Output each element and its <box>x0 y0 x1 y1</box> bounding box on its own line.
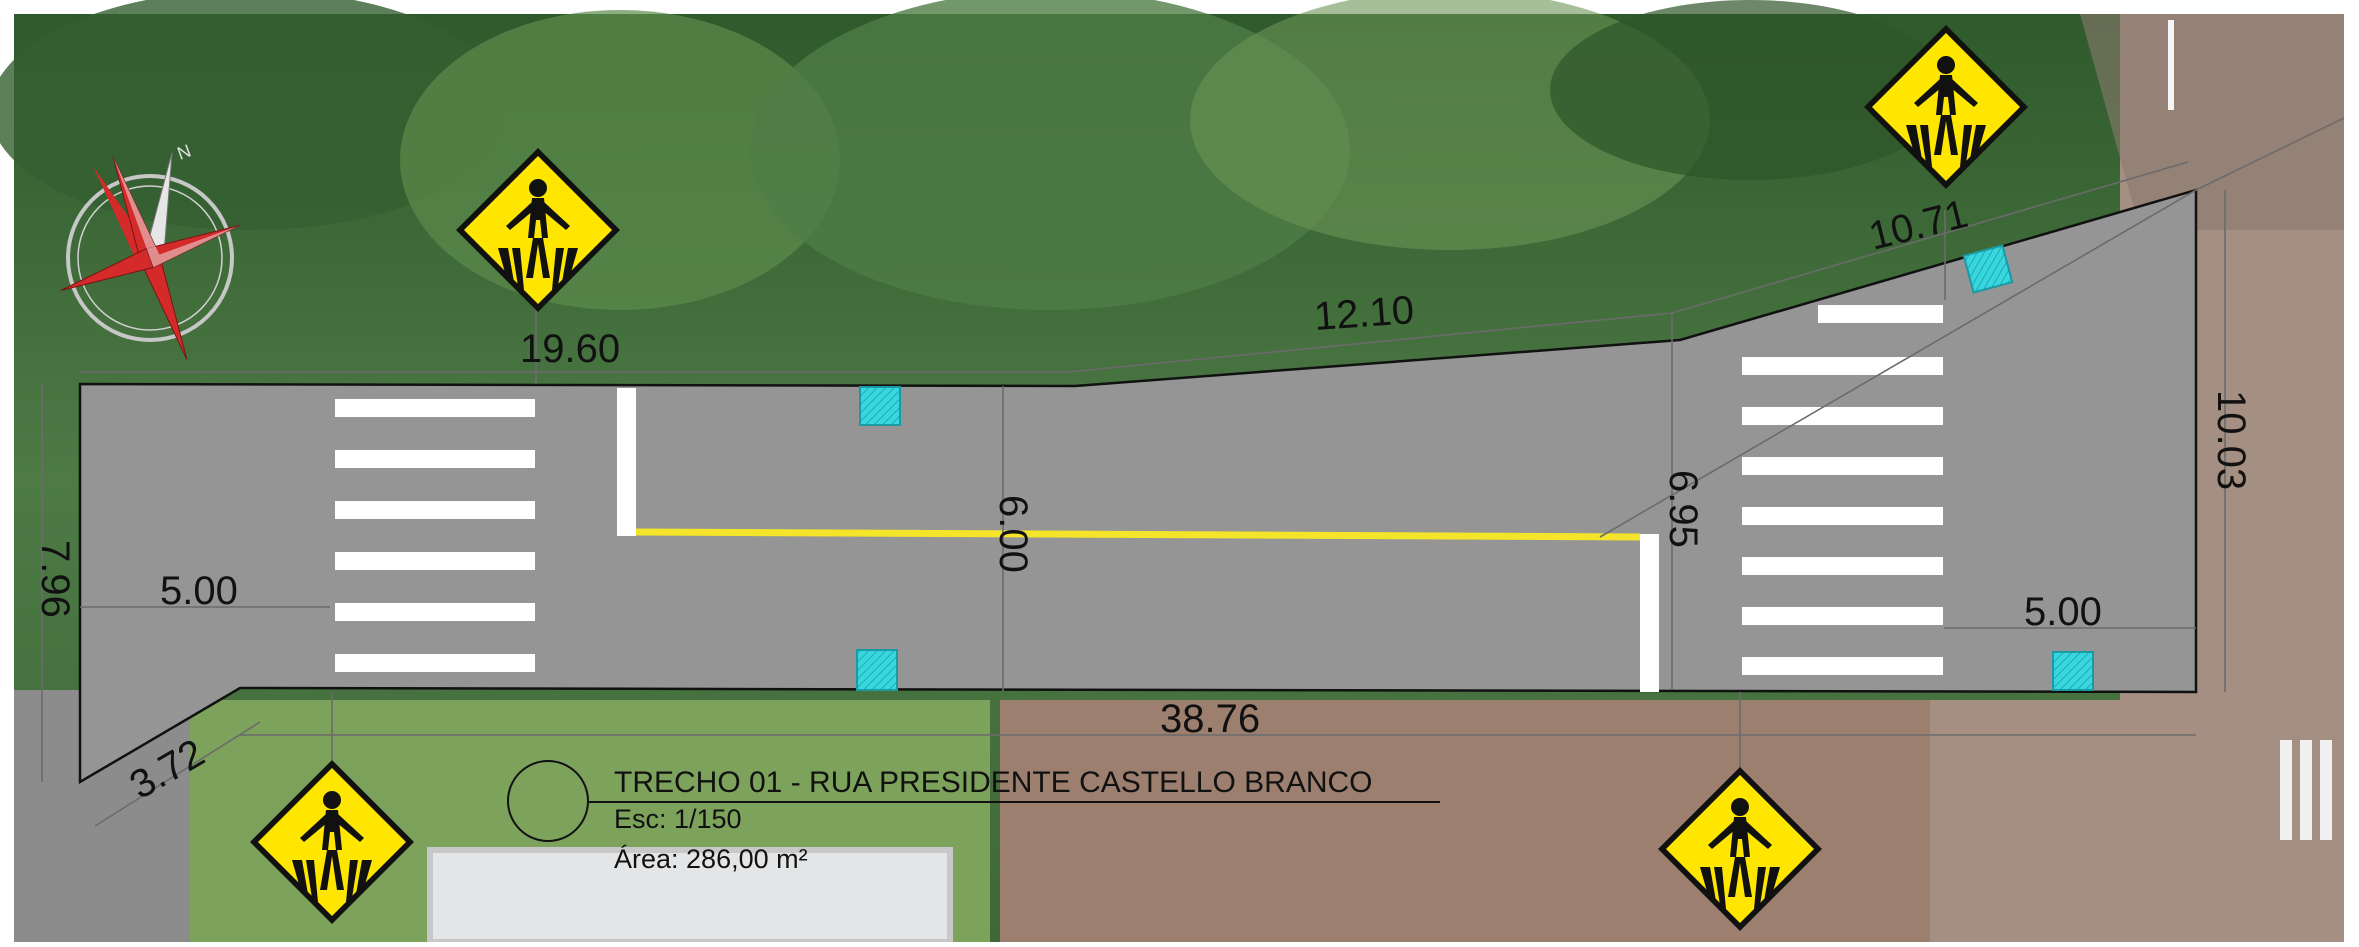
stop-line-right <box>1640 534 1659 692</box>
dim-middle-width: 6.00 <box>991 495 1035 573</box>
dim-top-middle: 12.10 <box>1313 288 1416 339</box>
plan-area: Área: 286,00 m² <box>614 844 808 874</box>
dim-bottom-length: 38.76 <box>1160 697 1260 741</box>
drain-inlet <box>859 386 901 426</box>
crosswalk-left <box>335 399 535 672</box>
plan-scale: Esc: 1/150 <box>614 804 742 834</box>
dim-top-left: 19.60 <box>520 327 620 371</box>
compass-north-label: N <box>175 141 194 164</box>
dim-left-offset: 5.00 <box>160 569 238 613</box>
dim-right-offset: 5.00 <box>2024 590 2102 634</box>
dimension-labels: 19.60 12.10 10.71 10.03 7.96 5.00 5.00 6… <box>33 192 2253 808</box>
title-block: TRECHO 01 - RUA PRESIDENTE CASTELLO BRAN… <box>507 760 1440 874</box>
dim-right-section-width: 6.95 <box>1661 470 1705 548</box>
compass-rose-icon: N <box>60 141 240 360</box>
drain-inlet <box>1962 244 2014 294</box>
dimension-lines <box>41 117 2345 827</box>
plan-title: TRECHO 01 - RUA PRESIDENTE CASTELLO BRAN… <box>614 766 1373 799</box>
center-line <box>635 528 1641 541</box>
drain-inlets <box>856 244 2094 691</box>
dim-left-width: 7.96 <box>33 540 77 618</box>
pavement-area <box>78 188 2198 785</box>
dim-right-width: 10.03 <box>2209 390 2253 490</box>
drain-inlet <box>2052 651 2094 691</box>
drain-inlet <box>856 649 898 691</box>
stop-line-left <box>617 388 636 536</box>
crosswalk-right <box>1742 305 1943 675</box>
